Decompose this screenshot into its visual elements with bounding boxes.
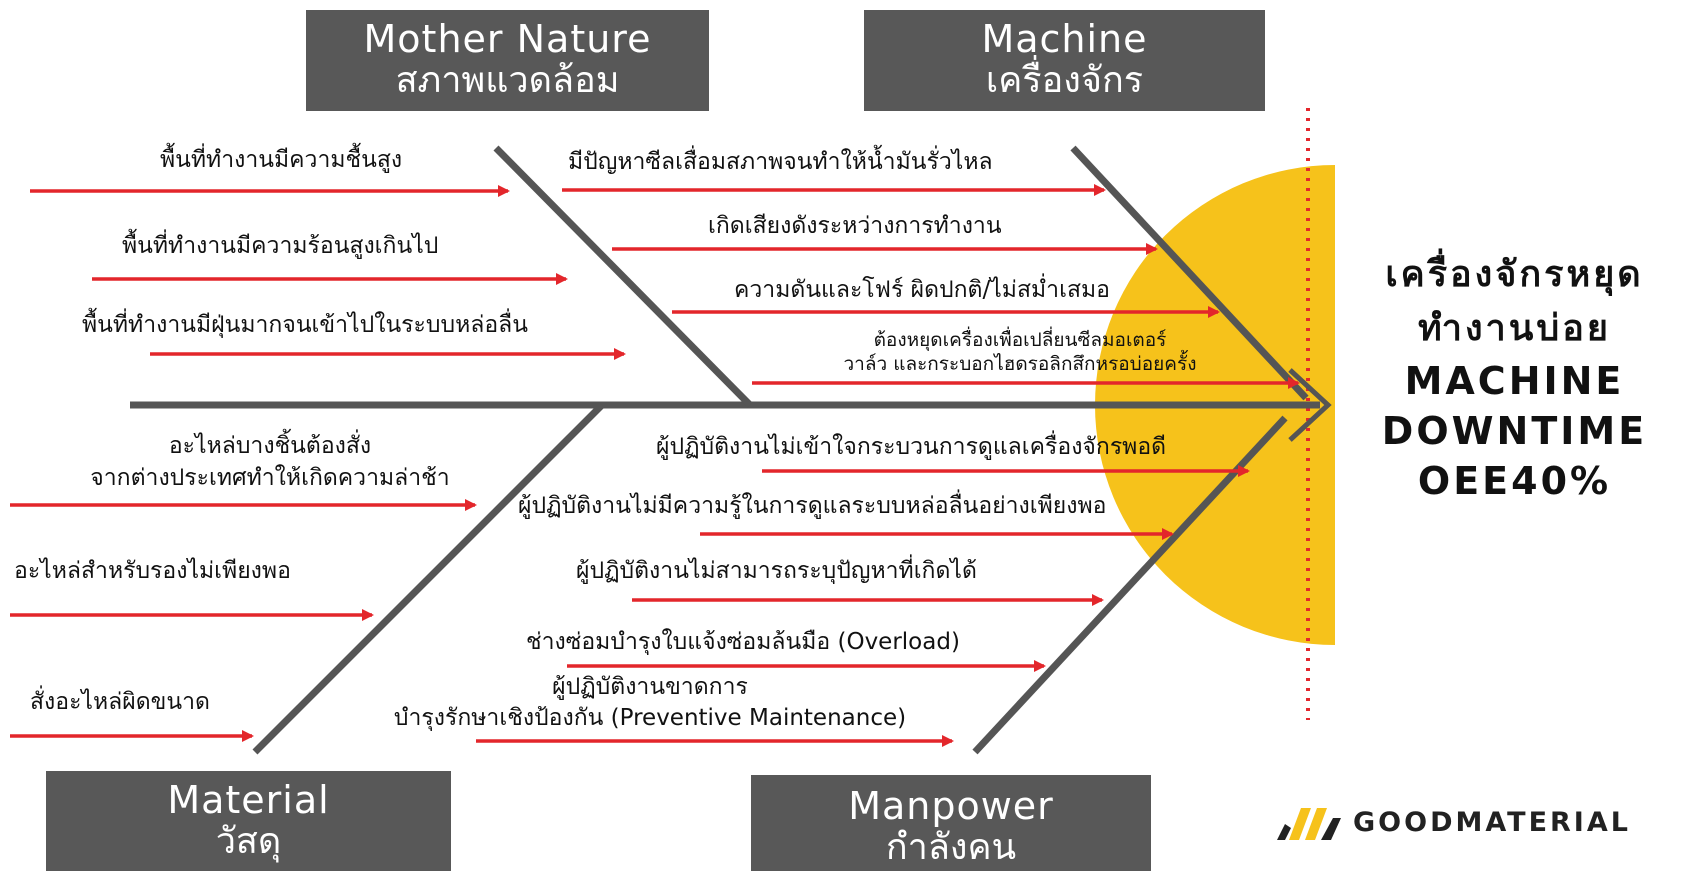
bone-material xyxy=(252,402,605,755)
cause-machine-4b: วาล์ว และกระบอกไฮดรอลิกสึกหรอบ่อยครั้ง xyxy=(843,353,1197,375)
category-label-th: วัสดุ xyxy=(215,821,282,862)
category-label-en: Mother Nature xyxy=(363,17,652,61)
cause-manpower-5b: บำรุงรักษาเชิงป้องกัน (Preventive Mainte… xyxy=(393,705,907,731)
cause-manpower-5a: ผู้ปฏิบัติงานขาดการ xyxy=(552,674,748,700)
cause-machine-4a: ต้องหยุดเครื่องเพื่อเปลี่ยนซีลมอเตอร์ xyxy=(873,329,1167,351)
problem-title-th-line2: ทำงานบ่อย xyxy=(1418,308,1611,349)
category-label-en: Manpower xyxy=(848,784,1054,828)
category-box-material: Material วัสดุ xyxy=(46,771,451,871)
category-box-mother-nature: Mother Nature สภาพแวดล้อม xyxy=(306,10,709,111)
cause-machine-1: มีปัญหาซีลเสื่อมสภาพจนทำให้น้ำมันรั่วไหล xyxy=(568,149,993,175)
category-label-th: สภาพแวดล้อม xyxy=(395,60,620,101)
category-label-th: กำลังคน xyxy=(885,827,1017,868)
cause-mother-nature-1: พื้นที่ทำงานมีความชื้นสูง xyxy=(160,147,403,173)
cause-material-1a: อะไหล่บางชิ้นต้องสั่ง xyxy=(168,433,372,459)
cause-mother-nature-3: พื้นที่ทำงานมีฝุ่นมากจนเข้าไปในระบบหล่อล… xyxy=(82,312,528,338)
cause-manpower-2: ผู้ปฏิบัติงานไม่มีความรู้ในการดูแลระบบหล… xyxy=(518,493,1107,519)
cause-manpower-1: ผู้ปฏิบัติงานไม่เข้าใจกระบวนการดูแลเครื่… xyxy=(656,434,1167,460)
goodmaterial-logo: GOODMATERIAL xyxy=(1275,800,1631,844)
category-label-th: เครื่องจักร xyxy=(985,60,1144,101)
category-box-machine: Machine เครื่องจักร xyxy=(864,10,1265,111)
problem-title-en-line3: OEE40% xyxy=(1417,459,1612,503)
category-box-manpower: Manpower กำลังคน xyxy=(751,775,1151,871)
category-label-en: Material xyxy=(167,778,330,822)
problem-title-en-line1: MACHINE xyxy=(1404,359,1625,403)
cause-manpower-3: ผู้ปฏิบัติงานไม่สามารถระบุปัญหาที่เกิดได… xyxy=(576,558,977,584)
cause-material-3: สั่งอะไหล่ผิดขนาด xyxy=(30,689,210,715)
problem-statement: เครื่องจักรหยุด ทำงานบ่อย MACHINE DOWNTI… xyxy=(1342,248,1687,506)
cause-machine-3: ความดันและโฟร์ ผิดปกติ/ไม่สม่ำเสมอ xyxy=(734,277,1110,303)
logo-wordmark: GOODMATERIAL xyxy=(1353,806,1631,838)
bone-machine xyxy=(1070,145,1309,401)
bone-mother-nature xyxy=(493,145,753,408)
goodmaterial-mark-icon xyxy=(1277,808,1341,840)
cause-manpower-4: ช่างซ่อมบำรุงใบแจ้งซ่อมล้นมือ (Overload) xyxy=(526,629,960,655)
problem-title-th-line1: เครื่องจักรหยุด xyxy=(1385,254,1644,295)
problem-title-en-line2: DOWNTIME xyxy=(1381,409,1648,453)
cause-machine-2: เกิดเสียงดังระหว่างการทำงาน xyxy=(708,213,1002,239)
spine-arrowhead xyxy=(1288,368,1332,442)
category-label-en: Machine xyxy=(981,17,1148,61)
bone-manpower xyxy=(972,415,1288,755)
cause-material-1b: จากต่างประเทศทำให้เกิดความล่าช้า xyxy=(90,465,450,491)
cause-mother-nature-2: พื้นที่ทำงานมีความร้อนสูงเกินไป xyxy=(122,233,439,259)
cause-material-2: อะไหล่สำหรับรองไม่เพียงพอ xyxy=(14,558,291,584)
